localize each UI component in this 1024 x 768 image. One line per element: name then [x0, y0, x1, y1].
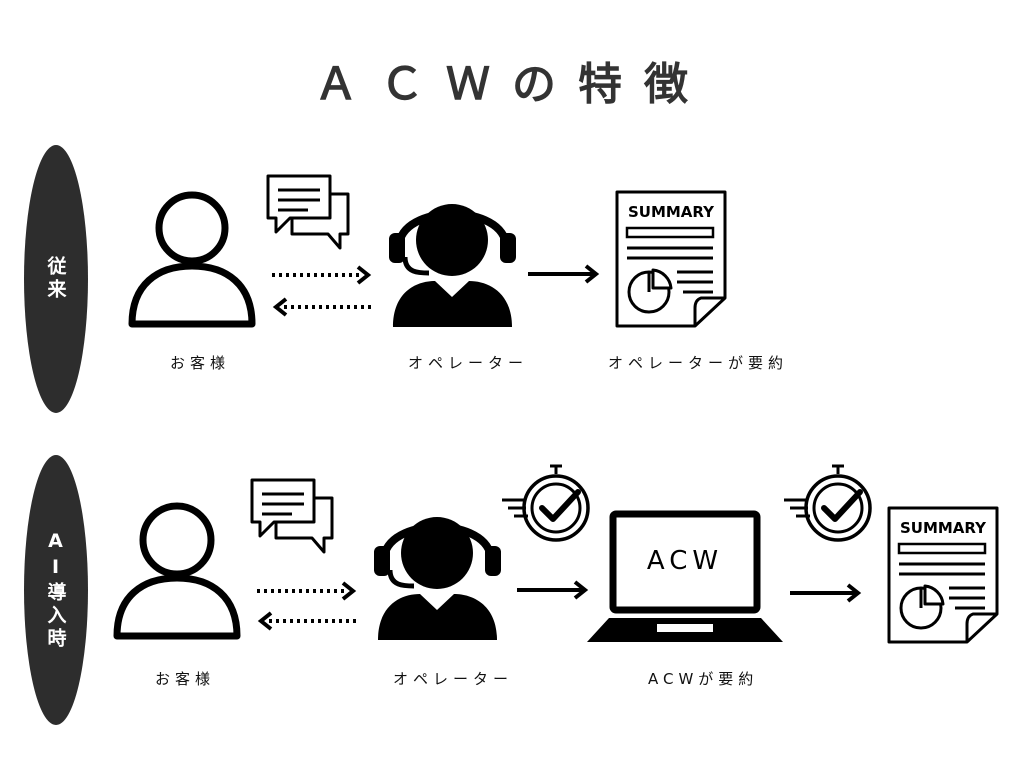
acw-label: ACWが要約: [648, 670, 759, 688]
summary-document-icon: SUMMARY: [887, 506, 999, 644]
chat-bubbles-icon: [250, 478, 334, 554]
page-title: ＡＣＷの特徴: [314, 59, 710, 110]
stopwatch-check-icon: [784, 464, 872, 542]
customer-label: お客様: [155, 670, 216, 688]
summary-document-icon: SUMMARY: [615, 190, 727, 328]
customer-person-icon: [128, 191, 256, 328]
row-tag-label: AI導入時: [44, 529, 67, 651]
laptop-screen-text: ACW: [647, 546, 723, 576]
stopwatch-check-icon: [502, 464, 590, 542]
summary-heading: SUMMARY: [900, 519, 987, 537]
operator-headset-icon: [389, 204, 516, 327]
row-tag-label: 従来: [44, 256, 67, 302]
operator-label: オペレーター: [408, 354, 529, 372]
laptop-icon: ACW: [587, 510, 783, 642]
arrow-to-summary: [528, 264, 600, 284]
summary-heading: SUMMARY: [628, 203, 715, 221]
row-tag-conventional: 従来: [24, 145, 88, 413]
row-tag-ai: AI導入時: [24, 455, 88, 725]
operator-headset-icon: [374, 517, 501, 640]
operator-label: オペレーター: [393, 670, 514, 688]
customer-person-icon: [113, 502, 241, 640]
dotted-arrow-to-operator: [257, 581, 357, 601]
dotted-arrow-to-customer: [272, 297, 372, 317]
customer-label: お客様: [170, 354, 231, 372]
dotted-arrow-to-customer: [257, 611, 357, 631]
dotted-arrow-to-operator: [272, 265, 372, 285]
arrow-to-laptop: [517, 580, 589, 600]
arrow-to-summary: [790, 583, 862, 603]
result-label: オペレーターが要約: [608, 354, 789, 372]
chat-bubbles-icon: [266, 174, 350, 250]
